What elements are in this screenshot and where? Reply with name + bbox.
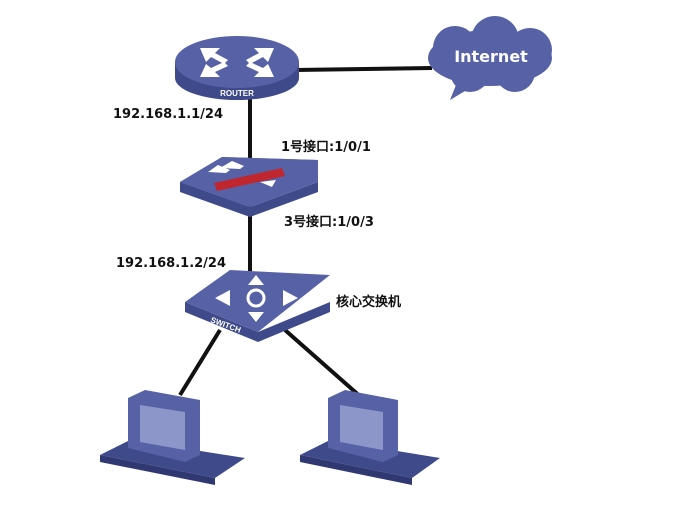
link-switch-pc2 <box>283 328 364 400</box>
firewall-port3-label: 3号接口:1/0/3 <box>284 215 374 230</box>
internet-label: Internet <box>454 47 528 66</box>
switch-ip-label: 192.168.1.2/24 <box>116 256 227 271</box>
router-ip-label: 192.168.1.1/24 <box>113 107 224 122</box>
switch-icon[interactable]: SWITCH <box>185 270 330 342</box>
router-icon[interactable]: ROUTER <box>175 36 299 100</box>
link-router-internet <box>294 66 433 72</box>
pc-icon[interactable] <box>300 390 440 485</box>
link-switch-pc1 <box>178 328 222 397</box>
core-switch-label: 核心交换机 <box>336 295 402 310</box>
firewall-icon[interactable] <box>180 157 318 217</box>
router-label: ROUTER <box>220 89 254 98</box>
internet-cloud-icon[interactable]: Internet <box>428 16 552 100</box>
firewall-port1-label: 1号接口:1/0/1 <box>281 140 371 155</box>
pc-icon[interactable] <box>100 390 245 485</box>
